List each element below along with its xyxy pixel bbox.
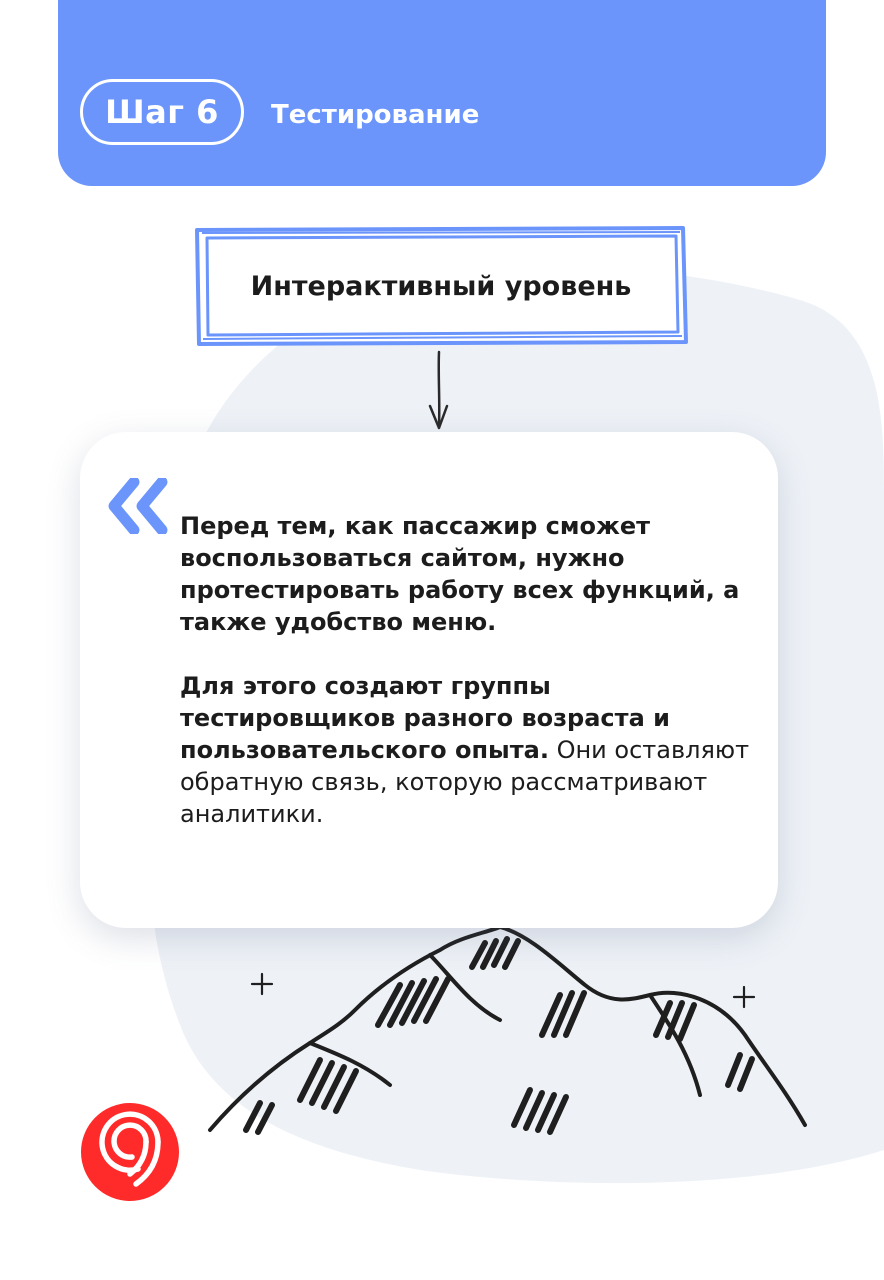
sketch-frame: [195, 226, 688, 346]
step-label: Шаг 6: [105, 93, 219, 131]
card-paragraph-2-regular: Они оставляют обратную связь, которую ра…: [180, 736, 750, 828]
mountain-illustration: [208, 925, 807, 1135]
card-text: Перед тем, как пассажир сможет воспользо…: [180, 510, 750, 830]
card-paragraph-1: Перед тем, как пассажир сможет воспользо…: [180, 512, 740, 636]
level-label: Интерактивный уровень: [250, 270, 632, 302]
card-paragraph-2-bold: Для этого создают группы тестировщиков р…: [180, 672, 670, 764]
arrow-down-icon: [428, 350, 449, 430]
header-banner: [58, 0, 826, 186]
level-box: Интерактивный уровень: [194, 226, 688, 346]
quote-marks-icon: [108, 478, 168, 534]
brand-logo-icon: [81, 1103, 179, 1201]
plus-sparkle-icon: [732, 985, 756, 1009]
step-badge: Шаг 6: [80, 79, 244, 145]
plus-sparkle-icon: [250, 972, 274, 996]
info-card: [80, 432, 778, 928]
card-paragraph-2: Для этого создают группы тестировщиков р…: [180, 670, 750, 830]
page-title: Тестирование: [271, 100, 480, 130]
